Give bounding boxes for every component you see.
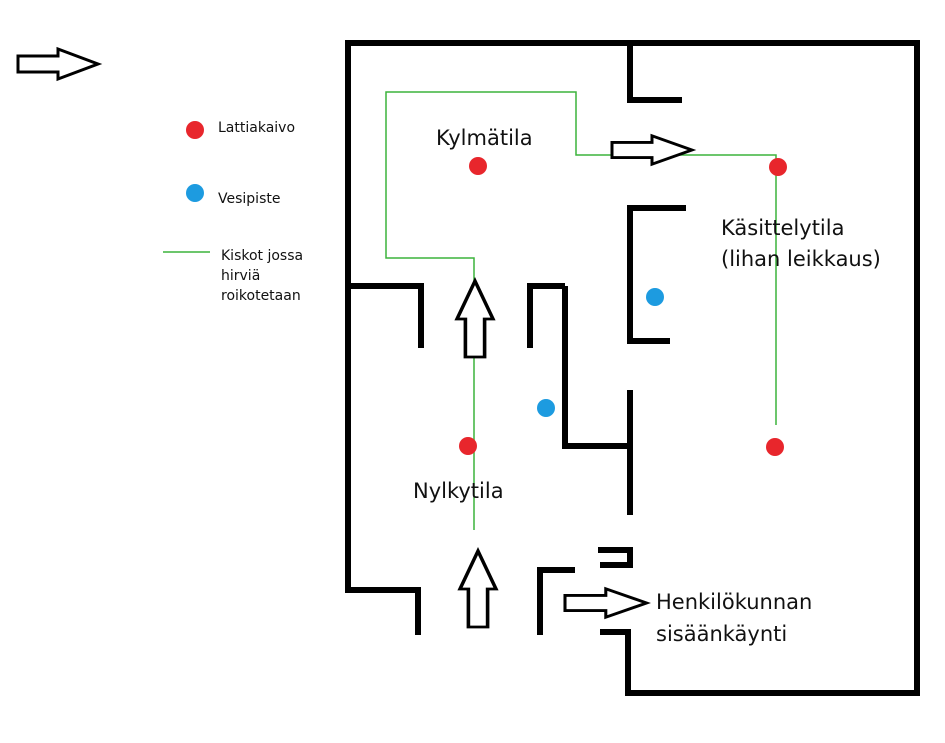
water-point-corridor bbox=[537, 399, 555, 417]
room-label-cold-room: Kylmätila bbox=[436, 126, 533, 150]
outer-wall-main bbox=[345, 40, 920, 696]
floor-drains bbox=[186, 121, 787, 456]
legend-water-point-label: Vesipiste bbox=[218, 191, 281, 207]
processing-wall-upper bbox=[627, 205, 686, 344]
room-label-skinning: Nylkytila bbox=[413, 479, 504, 503]
walls bbox=[345, 40, 920, 696]
cold-room-notch-wall bbox=[627, 43, 682, 103]
partition-wall-left bbox=[348, 283, 424, 348]
floor-drain-legend-marker bbox=[186, 121, 204, 139]
skinning-to-cold-arrow-icon bbox=[454, 276, 496, 359]
water-point-processing bbox=[646, 288, 664, 306]
rail-main-line bbox=[385, 91, 777, 530]
partition-wall-right bbox=[527, 283, 565, 348]
rails bbox=[163, 91, 777, 530]
staff-entrance-label: Henkilökunnan sisäänkäynti bbox=[656, 590, 813, 646]
staff-entrance-arrow-icon bbox=[563, 586, 651, 620]
floor-drain-processing-top bbox=[769, 158, 787, 176]
cold-room-exit-arrow-icon bbox=[610, 133, 697, 167]
water-points bbox=[186, 184, 664, 417]
legend-rail-label: Kiskot jossa hirviä roikotetaan bbox=[221, 248, 304, 304]
legend-arrow-icon bbox=[16, 46, 103, 82]
flow-arrows bbox=[16, 46, 697, 629]
main-entrance-arrow-icon bbox=[457, 546, 499, 629]
floor-drain-cold-room bbox=[469, 157, 487, 175]
floor-drain-skinning bbox=[459, 437, 477, 455]
floor-drain-processing-bottom bbox=[766, 438, 784, 456]
water-point-legend-marker bbox=[186, 184, 204, 202]
staff-door-wall-top bbox=[598, 547, 633, 568]
entrance-wall-right bbox=[537, 567, 575, 635]
room-label-processing: Käsittelytila (lihan leikkaus) bbox=[721, 216, 881, 271]
legend-floor-drain-label: Lattiakaivo bbox=[218, 120, 296, 136]
corridor-wall bbox=[562, 286, 630, 449]
